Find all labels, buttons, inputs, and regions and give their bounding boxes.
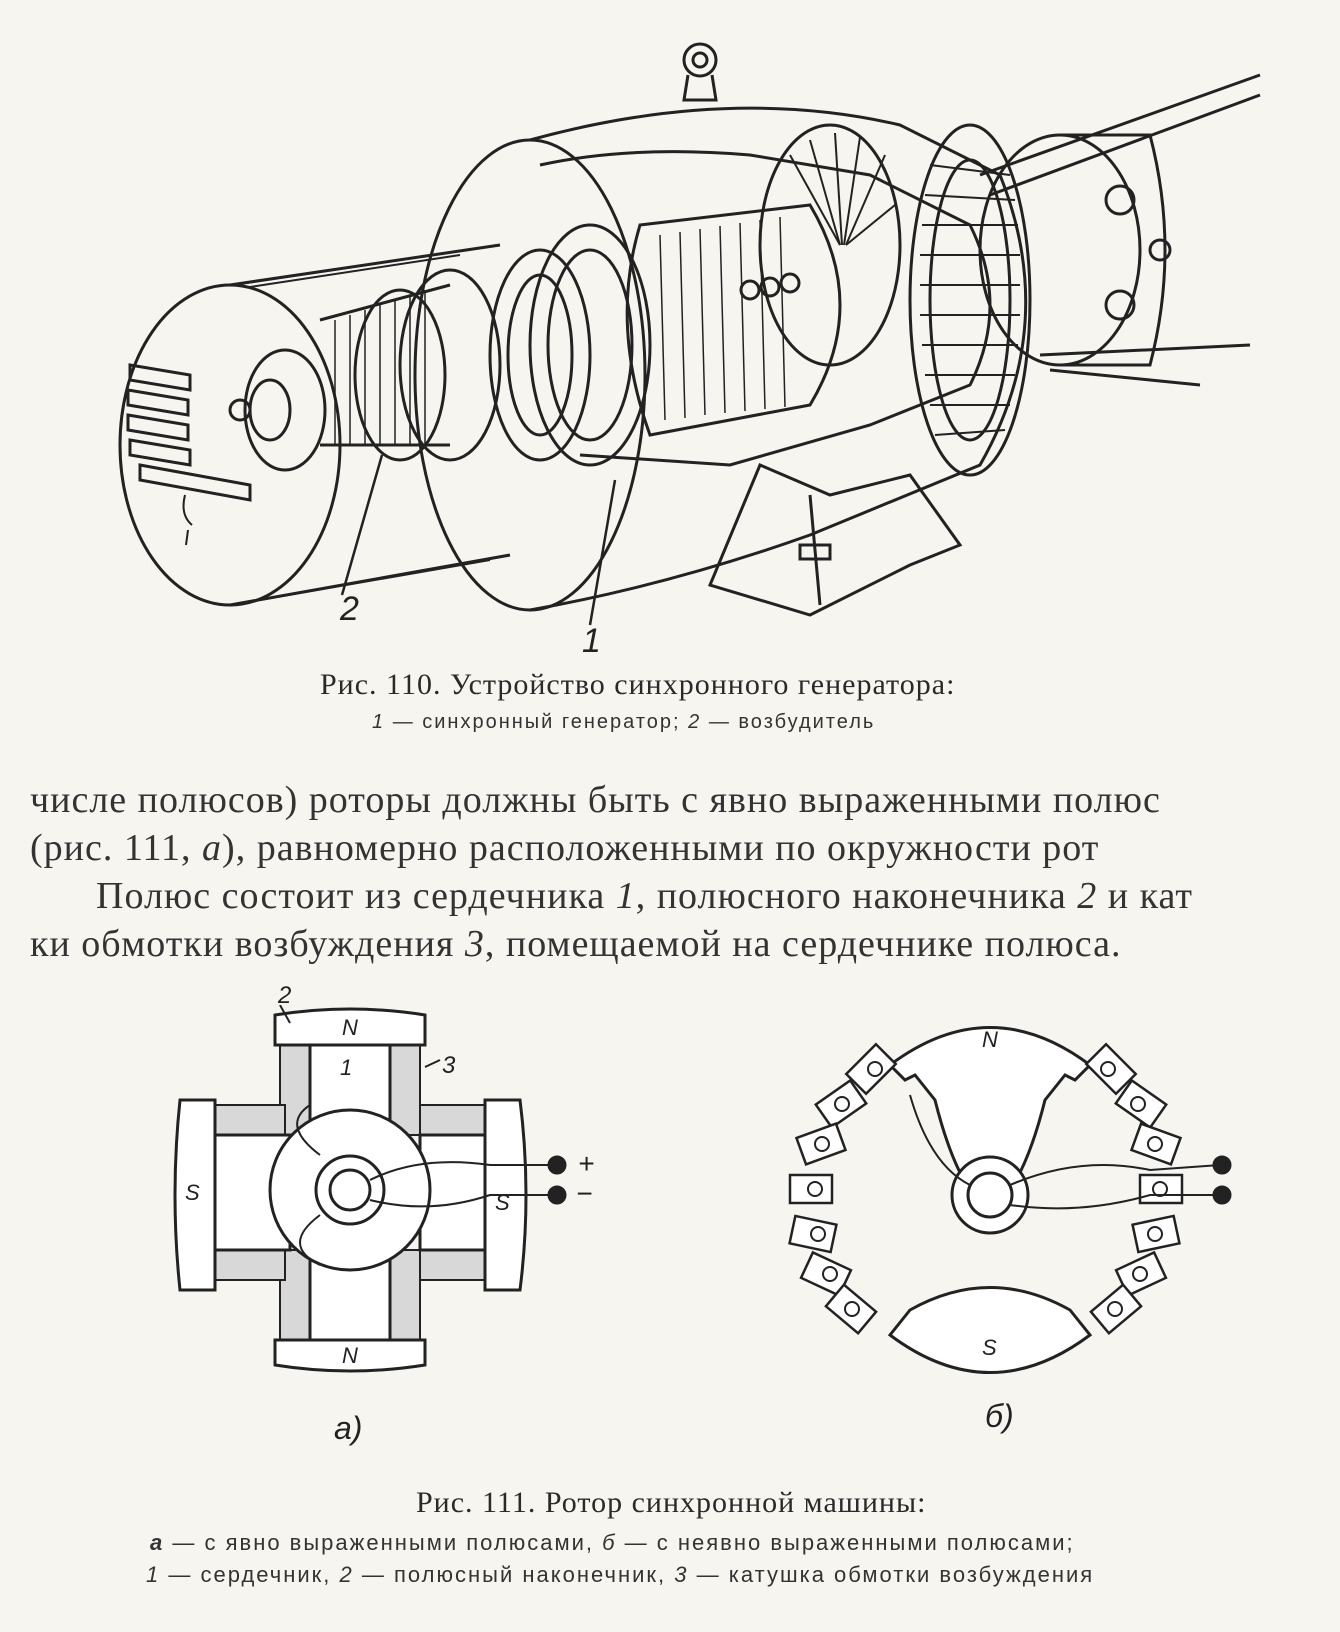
pole-left-s: S	[185, 1180, 200, 1205]
paragraph-line-2: (рис. 111, а), равномерно расположенными…	[30, 824, 1099, 872]
figure-110-legend: 1 — синхронный генератор; 2 — возбудител…	[372, 711, 875, 734]
paragraph-line-1: числе полюсов) роторы должны быть с явно…	[30, 779, 1161, 821]
line4-ref-3: 3	[464, 923, 485, 965]
callout-2-fig111a: 2	[278, 982, 292, 1009]
pole-top-n-b: N	[982, 1027, 998, 1052]
pole-bottom-s-b: S	[982, 1335, 997, 1360]
legend-key-a: а	[150, 1530, 165, 1555]
callout-1-fig111a: 1	[340, 1055, 352, 1080]
line4-pre: ки обмотки возбуждения	[30, 923, 465, 965]
legend-text-b: — с неявно выраженными полюсами;	[616, 1530, 1075, 1555]
callout-2-fig110: 2	[340, 590, 359, 628]
line2-italic: а	[202, 827, 223, 869]
legend-number-1: 1	[372, 711, 386, 733]
line2-pre: (рис. 111,	[30, 827, 203, 869]
figure-111-legend-line-2: 1 — сердечник, 2 — полюсный наконечник, …	[146, 1562, 1094, 1588]
pole-bottom-n: N	[342, 1343, 358, 1368]
figure-111-legend-line-1: а — с явно выраженными полюсами, б — с н…	[150, 1530, 1075, 1556]
pole-right-s: S	[495, 1190, 510, 1215]
legend-text-a: — с явно выраженными полюсами,	[164, 1530, 603, 1555]
legend-number-2: 2	[688, 711, 702, 733]
minus-terminal-label: −	[576, 1178, 592, 1209]
line3-ref-2: 2	[1077, 875, 1098, 917]
pole-top-n: N	[342, 1015, 358, 1040]
line3-pre: Полюс состоит из сердечника	[96, 875, 616, 917]
plus-terminal-label: +	[578, 1148, 594, 1179]
legend-text-2: — возбудитель	[708, 711, 876, 733]
line2-post: ), равномерно расположенными по окружнос…	[222, 827, 1100, 869]
legend-num-2: 2	[339, 1562, 354, 1587]
legend-key-b: б	[602, 1530, 617, 1555]
figure-111-caption: Рис. 111. Ротор синхронной машины:	[416, 1486, 927, 1519]
line3-mid: , полюсного наконечника	[635, 875, 1078, 917]
generator-illustration	[118, 42, 1261, 626]
figure-110-caption: Рис. 110. Устройство синхронного генерат…	[320, 668, 956, 701]
legend-txt-3: — катушка обмотки возбуждения	[688, 1562, 1095, 1587]
legend-text-1: — синхронный генератор;	[392, 711, 681, 733]
paragraph-line-3: Полюс состоит из сердечника 1, полюсного…	[96, 872, 1193, 920]
legend-txt-1: — сердечник,	[160, 1562, 340, 1587]
legend-num-1: 1	[146, 1562, 161, 1587]
line3-ref-1: 1	[615, 875, 636, 917]
sublabel-b: б)	[985, 1398, 1014, 1434]
salient-pole-rotor-diagram: N N S S 1 + −	[173, 1005, 594, 1373]
legend-num-3: 3	[674, 1562, 689, 1587]
callout-1-fig110: 1	[582, 622, 601, 660]
line3-post: и кат	[1097, 875, 1193, 917]
non-salient-rotor-diagram: N S	[788, 1026, 1232, 1374]
legend-txt-2: — полюсный наконечник,	[353, 1562, 675, 1587]
callout-3-fig111a: 3	[442, 1052, 456, 1079]
line4-post: , помещаемой на сердечнике полюса.	[484, 923, 1122, 965]
sublabel-a: а)	[334, 1410, 363, 1446]
paragraph-line-4: ки обмотки возбуждения 3, помещаемой на …	[30, 920, 1122, 968]
